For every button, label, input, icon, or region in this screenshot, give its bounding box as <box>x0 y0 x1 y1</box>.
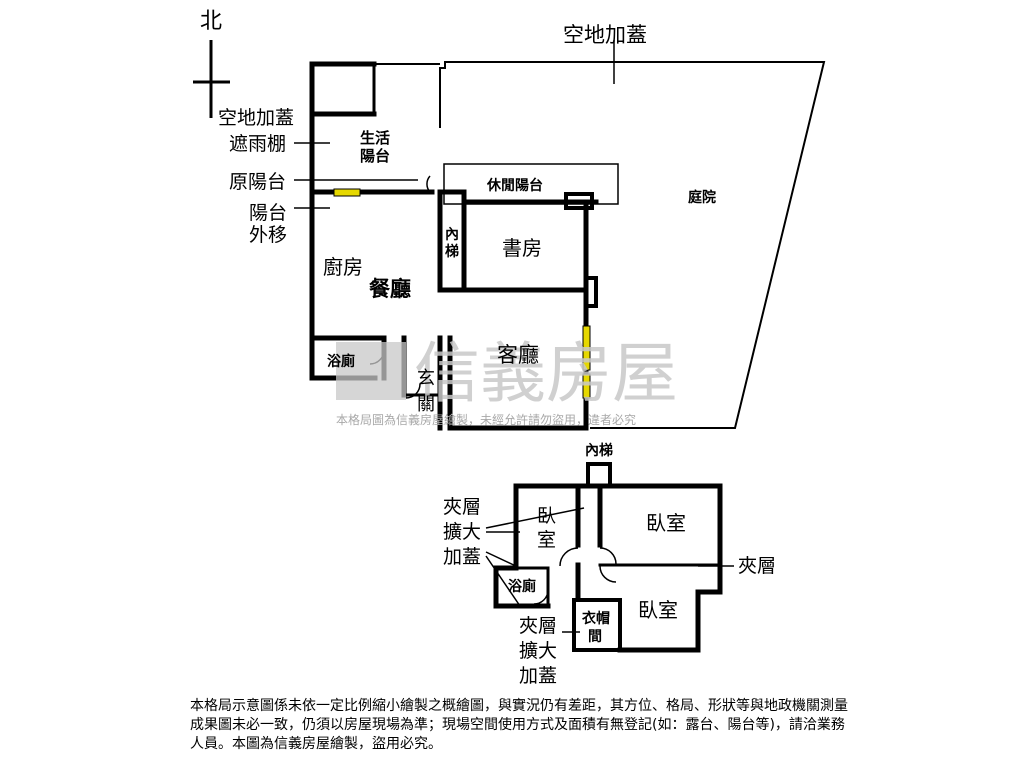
mez-closet <box>572 598 622 652</box>
moved-balcony-label-1: 陽台 <box>249 202 287 224</box>
balcony-door-arc <box>426 175 431 193</box>
west-wall <box>309 61 378 381</box>
mez-expansion-top-3: 加蓋 <box>443 546 481 568</box>
dining-label: 餐廳 <box>369 276 411 301</box>
mez-expansion-bottom-2: 擴大 <box>519 640 557 662</box>
mez-top-leader-1 <box>485 507 585 529</box>
windows <box>333 188 591 399</box>
watermark-notice: 本格局圖為信義房屋繪製，未經允許請勿盜用，違者必究 <box>336 412 636 427</box>
mez-stair-label: 內梯 <box>585 442 613 459</box>
courtyard-boundary <box>439 61 826 429</box>
mez-top-leader-3 <box>485 551 521 569</box>
mez-closet-label-1: 衣帽 <box>582 610 610 627</box>
study-window-box <box>564 192 594 210</box>
upper-labels: 空地加蓋 空地加蓋 遮雨棚 原陽台 陽台 外移 生活 陽台 休閒陽台 庭院 內 … <box>218 23 716 415</box>
study-label: 書房 <box>502 236 542 260</box>
courtyard-label: 庭院 <box>688 189 716 206</box>
mez-bath-door <box>533 589 549 605</box>
mez-expansion-top-1: 夾層 <box>443 496 481 518</box>
mez-doors <box>533 547 617 605</box>
mez-right-bedroom-bottom-label: 臥室 <box>638 598 678 622</box>
annotation-leaders <box>294 142 418 209</box>
compass-north-label: 北 <box>200 9 222 34</box>
watermark: 信義房屋 本格局圖為信義房屋繪製，未經允許請勿盜用，違者必究 <box>336 335 678 427</box>
mez-bath-label: 浴廁 <box>508 578 536 595</box>
mez-right-bedroom-top-label: 臥室 <box>646 511 686 535</box>
watermark-logo <box>336 342 406 400</box>
moved-balcony-label-2: 外移 <box>249 224 287 246</box>
living-label: 客廳 <box>497 343 539 367</box>
original-balcony-label: 原陽台 <box>229 171 286 193</box>
mez-top-leader-4 <box>485 555 521 607</box>
balcony-window <box>333 188 361 197</box>
service-balcony-label-2: 陽台 <box>360 147 390 165</box>
kitchen-label: 廚房 <box>323 255 363 279</box>
mez-expansion-bottom-1: 夾層 <box>519 615 557 637</box>
mez-west-wall <box>493 483 551 609</box>
compass: 北 <box>193 9 230 118</box>
mez-left-bedroom-label-1: 臥 <box>537 505 556 527</box>
east-south-wall <box>447 199 589 431</box>
disclaimer-text: 本格局示意圖係未依一定比例縮小繪製之概繪圖，與實況仍有差距，其方位、格局、形狀等… <box>190 698 848 752</box>
canopy-label: 遮雨棚 <box>229 133 286 155</box>
mez-label: 夾層 <box>738 555 776 577</box>
mez-left-bedroom-label-2: 室 <box>537 529 556 551</box>
mez-leaders <box>485 507 734 633</box>
foyer-label-1: 玄 <box>417 368 435 389</box>
mez-left-bedroom-door <box>559 547 579 567</box>
stair-box <box>437 189 467 293</box>
column <box>584 276 598 308</box>
foyer-label-2: 關 <box>417 394 435 415</box>
foyer-door-arc <box>405 383 421 399</box>
living-window-2 <box>582 373 591 399</box>
mez-expansion-bottom-3: 加蓋 <box>519 665 557 687</box>
mez-north-east-wall <box>513 483 723 653</box>
mezzanine-labels: 內梯 臥 室 臥室 臥室 浴廁 衣帽 間 夾層 夾層 擴大 加蓋 夾層 擴大 加… <box>443 442 776 687</box>
mez-lower-bedroom-door <box>599 565 617 583</box>
mezzanine-walls <box>493 462 723 653</box>
left-addition-label: 空地加蓋 <box>218 107 294 129</box>
mez-closet-label-2: 間 <box>588 629 602 645</box>
bath-label: 浴廁 <box>327 353 355 370</box>
watermark-brand: 信義房屋 <box>414 335 678 412</box>
inner-stair-label-1: 內 <box>445 227 459 243</box>
mez-expansion-top-2: 擴大 <box>443 521 481 543</box>
leisure-balcony-label: 休閒陽台 <box>486 177 543 194</box>
service-balcony-label-1: 生活 <box>360 129 390 147</box>
mez-stair-box <box>586 462 612 488</box>
living-window-1 <box>582 325 591 371</box>
outer-addition-label: 空地加蓋 <box>563 23 647 47</box>
inner-stair-label-2: 梯 <box>445 243 459 260</box>
mez-right-bedroom-door <box>599 547 617 565</box>
